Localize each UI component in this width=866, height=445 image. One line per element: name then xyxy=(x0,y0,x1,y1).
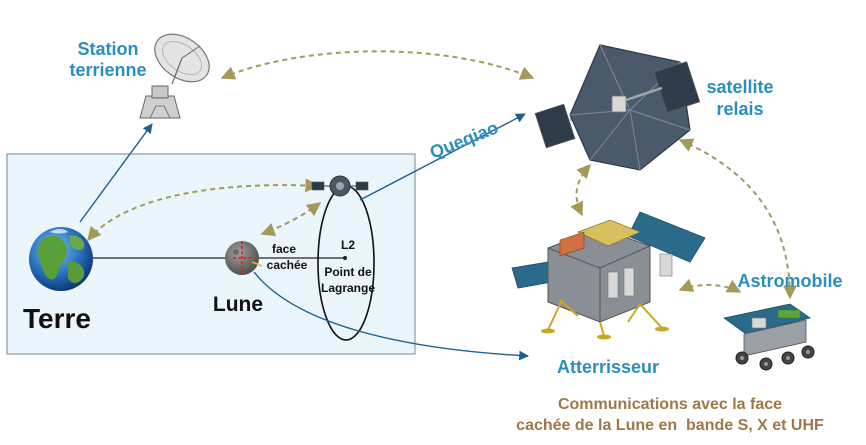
relay-satellite-icon xyxy=(534,44,701,171)
rover-icon xyxy=(723,303,815,371)
l2-point xyxy=(343,256,347,260)
caption-line2: cachée de la Lune en bande S, X et UHF xyxy=(516,417,824,434)
link-l2-relay xyxy=(359,113,526,201)
label-relay-satellite-line2: relais xyxy=(716,99,763,119)
label-far-side-line2: cachée xyxy=(267,258,308,272)
ground-station-dish-icon xyxy=(139,33,210,119)
label-earth: Terre xyxy=(23,303,91,334)
label-far-side-line1: face xyxy=(272,242,296,256)
dashed-station-relay xyxy=(220,50,535,80)
earth-globe-icon xyxy=(29,227,93,291)
dashed-lander-rover xyxy=(678,278,742,293)
label-lagrange-line2: Lagrange xyxy=(321,281,375,295)
label-queqiao: Queqiao xyxy=(427,117,501,163)
label-lander: Atterrisseur xyxy=(557,357,659,377)
l2-satellite-icon xyxy=(311,175,369,197)
label-moon: Lune xyxy=(213,293,263,316)
caption-line1: Communications avec la face xyxy=(558,396,782,413)
dashed-relay-rover xyxy=(678,138,797,300)
label-ground-station-line1: Station xyxy=(78,39,139,59)
label-lagrange-line1: Point de xyxy=(324,265,372,279)
label-l2: L2 xyxy=(341,238,355,252)
label-ground-station-line2: terrienne xyxy=(69,60,146,80)
label-rover: Astromobile xyxy=(737,271,842,291)
moon-icon xyxy=(225,241,263,275)
dashed-relay-lander xyxy=(570,163,591,217)
label-relay-satellite-line1: satellite xyxy=(706,77,773,97)
link-moon-lander xyxy=(253,271,529,361)
lander-icon xyxy=(511,211,706,340)
